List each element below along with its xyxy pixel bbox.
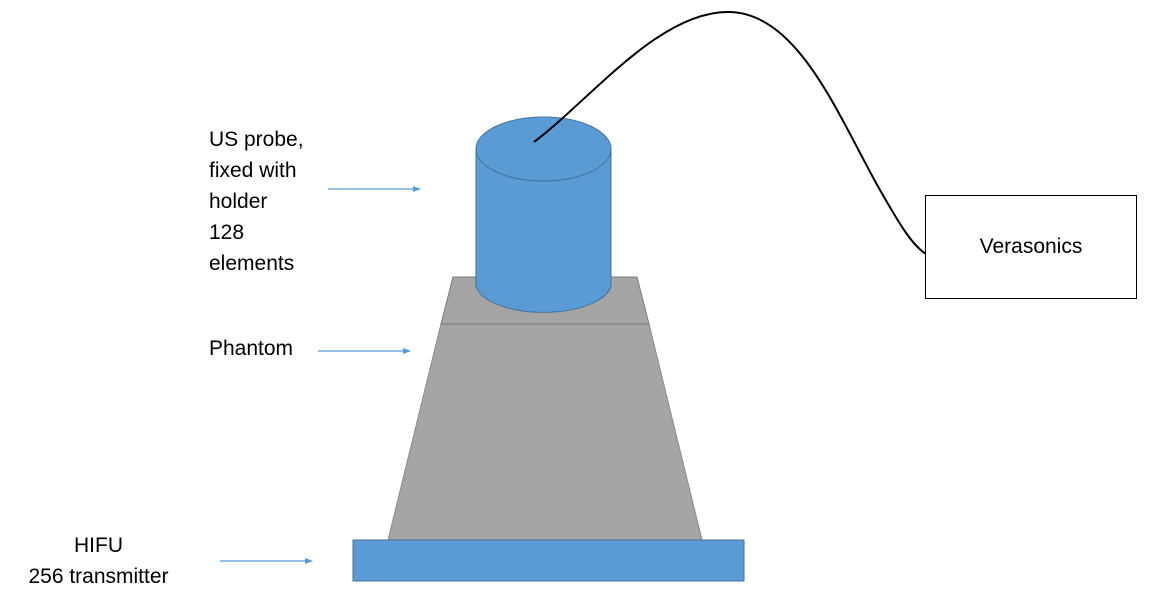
probe-label-line: holder — [209, 190, 268, 213]
probe-cable — [533, 10, 927, 255]
hifu-transducer — [352, 539, 745, 582]
us-probe-top — [475, 116, 612, 182]
probe-label-line: 128 — [209, 221, 245, 244]
phantom-body — [387, 323, 703, 541]
probe-label-line: elements — [209, 252, 295, 275]
phantom-label: Phantom — [209, 337, 294, 360]
hifu-label-line: 256 transmitter — [28, 565, 169, 588]
us-probe — [475, 116, 612, 313]
probe-label: US probe, fixed with holder 128 elements — [209, 124, 304, 279]
probe-label-line: US probe, — [209, 128, 304, 151]
verasonics-box: Verasonics — [925, 195, 1137, 299]
us-probe-body — [475, 148, 612, 313]
verasonics-label: Verasonics — [979, 235, 1083, 258]
hifu-label-line: HIFU — [74, 534, 123, 557]
probe-label-line: fixed with — [209, 159, 297, 182]
hifu-label: HIFU 256 transmitter — [16, 530, 181, 592]
